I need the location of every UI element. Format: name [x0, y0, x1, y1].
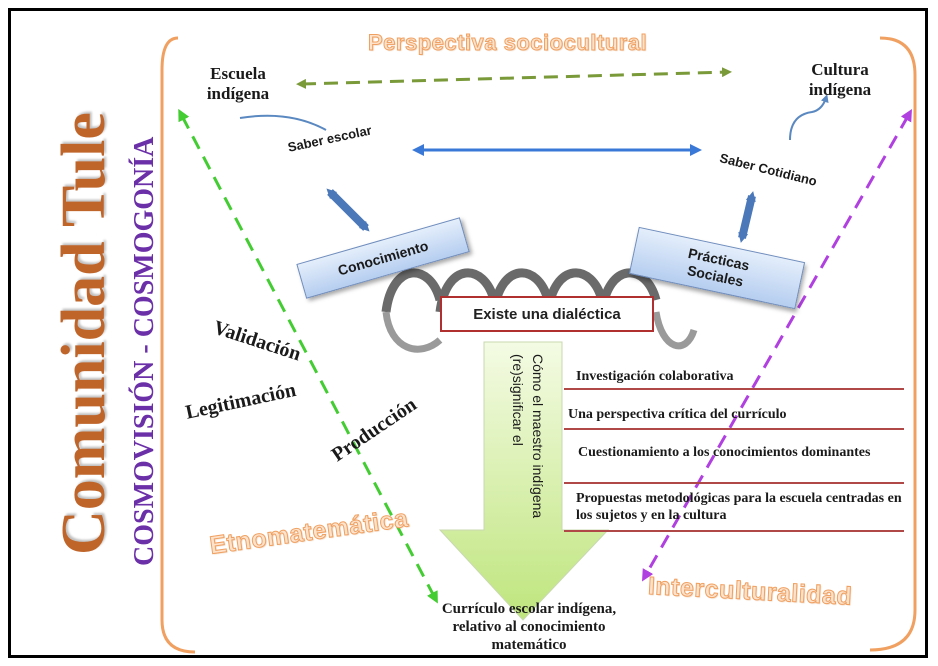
conocimiento-steel-arrow — [326, 188, 370, 232]
escuela-curve-arrow — [239, 114, 327, 131]
perspectiva-label: Perspectiva sociocultural — [367, 30, 648, 56]
dialectica-box: Existe una dialéctica — [440, 296, 654, 332]
list-item-3: Cuestionamiento a los conocimientos domi… — [578, 445, 871, 460]
side-subtitle: COSMOVISIÓN - COSMOGONÍA — [129, 136, 160, 566]
list-item-2: Una perspectiva crítica del currículo — [568, 407, 787, 422]
big-down-arrow — [438, 341, 610, 621]
escuela-heading: Escuela indígena — [206, 64, 270, 103]
list-item-1: Investigación colaborativa — [576, 369, 734, 384]
list-divider — [564, 482, 904, 484]
frame-right-bracket — [869, 36, 917, 652]
curriculo-text: Currículo escolar indígena, relativo al … — [441, 601, 617, 653]
practicas-steel-arrow — [738, 191, 756, 243]
cultura-curve-arrow — [789, 94, 829, 141]
list-item-4: Propuestas metodológicas para la escuela… — [576, 491, 902, 523]
cultura-heading: Cultura indígena — [808, 60, 872, 99]
list-divider — [564, 388, 904, 390]
frame-left-bracket — [160, 36, 196, 654]
big-arrow-text: Cómo el maestro indígena (re)significar … — [510, 354, 546, 519]
list-divider — [564, 530, 904, 532]
side-title: Comunidad Tule — [50, 112, 118, 555]
purple-dashed-diagonal — [642, 109, 912, 582]
list-divider — [564, 428, 904, 430]
top-dashed-arrow — [296, 67, 732, 89]
